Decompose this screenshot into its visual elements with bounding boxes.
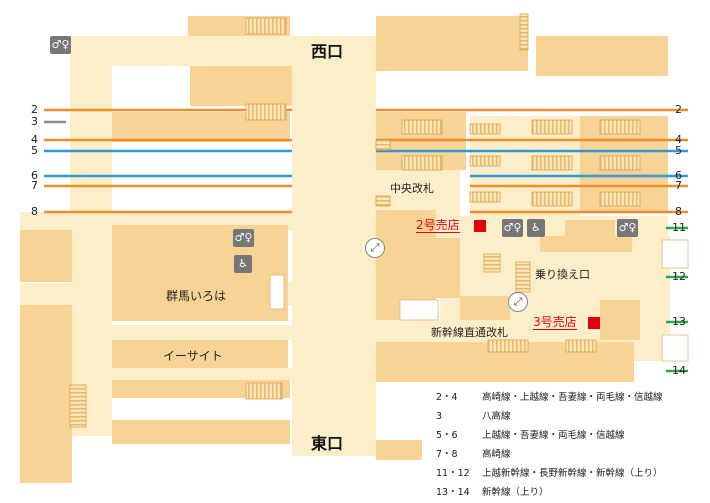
- track-number-right: 6: [675, 169, 682, 182]
- legend-key: 11・12: [436, 468, 470, 479]
- shop2-marker: [474, 220, 486, 232]
- concourse-floor: [20, 36, 670, 456]
- rail-tracks: [44, 108, 688, 373]
- track-number-right: 5: [675, 144, 682, 157]
- legend-value: 上越線・吾妻線・両毛線・信越線: [482, 430, 625, 441]
- legend-key: 3: [436, 411, 443, 422]
- track-number-right: 7: [675, 179, 682, 192]
- track-number-left: 7: [31, 179, 38, 192]
- wheelchair-icon: ♿: [527, 219, 545, 237]
- track-number-right: 8: [675, 205, 682, 218]
- e-site-label: イーサイト: [163, 349, 223, 363]
- shop3-marker: [588, 317, 600, 329]
- central-gate-label: 中央改札: [390, 182, 434, 195]
- legend-key: 5・6: [436, 430, 458, 441]
- shop3-label: 3号売店: [533, 315, 577, 330]
- wheelchair-icon: ♿: [234, 255, 252, 273]
- track-number-left: 5: [31, 144, 38, 157]
- track-number-left: 3: [31, 115, 38, 128]
- toilet-icon: ♂♀: [233, 229, 254, 247]
- legend-value: 八高線: [482, 411, 511, 422]
- shop2-label: 2号売店: [416, 218, 460, 233]
- track-number-left: 6: [31, 169, 38, 182]
- toilet-icon: ♂♀: [502, 219, 523, 237]
- stairs: [69, 13, 641, 428]
- openings: [269, 239, 689, 362]
- track-number-right: 14: [672, 364, 686, 377]
- escalator-icon: ⤢: [508, 292, 528, 312]
- legend-value: 高崎線: [482, 449, 511, 460]
- track-number-right: 13: [672, 315, 686, 328]
- track-number-right: 4: [675, 133, 682, 146]
- toilet-icon: ♂♀: [617, 219, 638, 237]
- shinkansen-gate-label: 新幹線直通改札: [431, 326, 508, 339]
- gunma-iroha-label: 群馬いろは: [166, 289, 227, 303]
- legend-value: 上越新幹線・長野新幹線・新幹線（上り）: [482, 468, 663, 479]
- transfer-gate-label: 乗り換え口: [535, 268, 590, 281]
- track-number-right: 12: [672, 270, 686, 283]
- legend-key: 7・8: [436, 449, 458, 460]
- west-exit-label: 西口: [311, 42, 344, 61]
- legend-value: 新幹線（上り）: [482, 487, 549, 498]
- track-number-right: 2: [675, 103, 682, 116]
- escalator-icon: ⤢: [365, 238, 385, 258]
- legend-key: 13・14: [436, 487, 470, 498]
- legend-key: 2・4: [436, 392, 458, 403]
- east-exit-label: 東口: [311, 434, 344, 453]
- legend-value: 高崎線・上越線・吾妻線・両毛線・信越線: [482, 392, 663, 403]
- track-number-right: 11: [672, 221, 686, 234]
- track-number-left: 8: [31, 205, 38, 218]
- track-number-left: 2: [31, 103, 38, 116]
- track-number-left: 4: [31, 133, 38, 146]
- toilet-icon: ♂♀: [50, 36, 71, 54]
